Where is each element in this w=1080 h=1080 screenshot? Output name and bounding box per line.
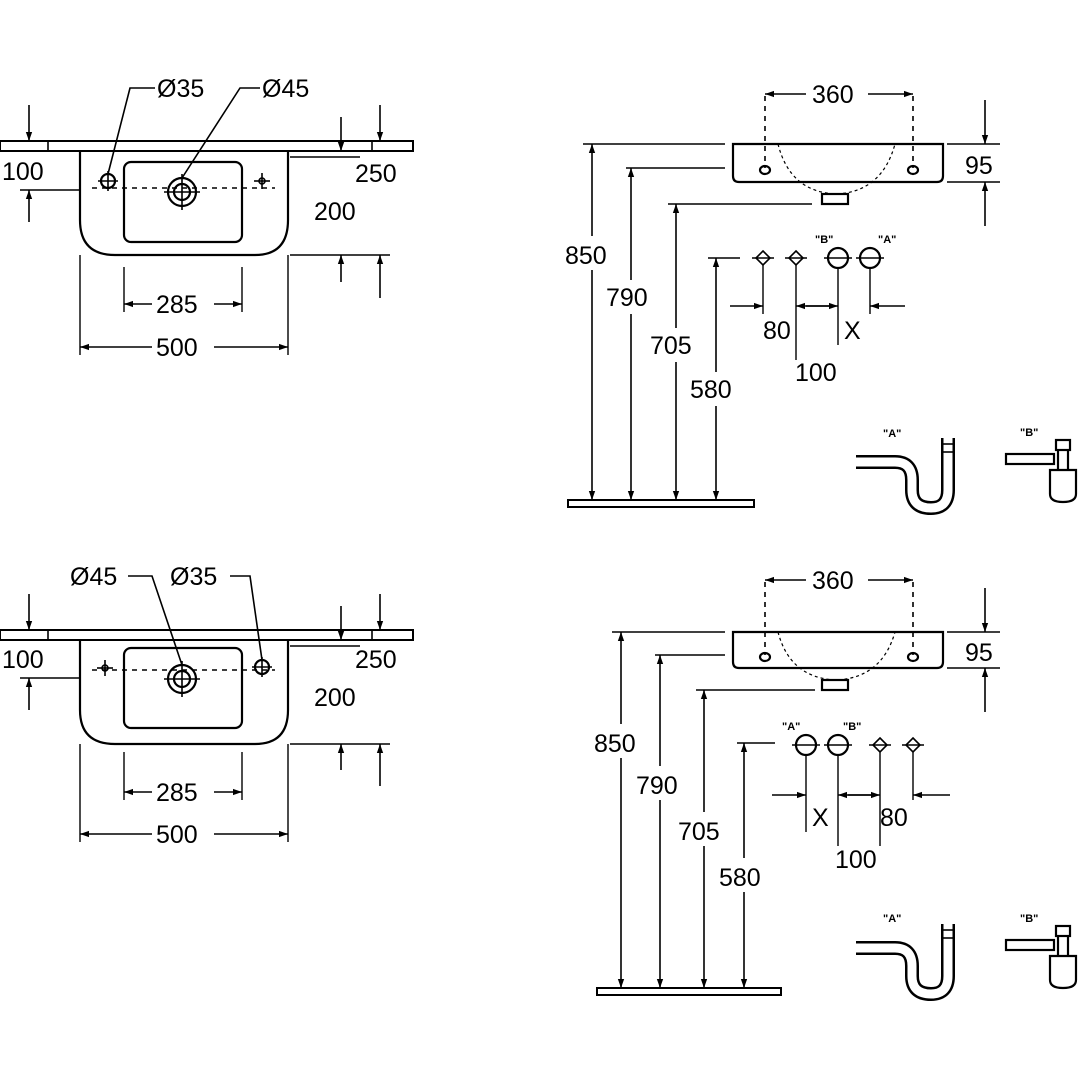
- dimension-label: 80: [880, 804, 908, 832]
- dimension-label: 250: [355, 160, 397, 188]
- dimension-label: 100: [795, 359, 837, 387]
- bowl-outline: [122, 160, 244, 244]
- tap-hole-icon: [164, 661, 200, 697]
- dimension-label: 100: [835, 846, 877, 874]
- bottle-trap-b-icon: [1004, 924, 1078, 990]
- dimension-label: X: [844, 317, 861, 345]
- dimension-label: 200: [314, 198, 356, 226]
- dimension-label: 500: [156, 821, 198, 849]
- supply-connection-icon: [785, 249, 807, 267]
- tap-hole-icon: [164, 174, 200, 210]
- waste-connection-icon: [792, 733, 820, 757]
- floor-line: [596, 987, 782, 996]
- connection-mark: "A": [782, 721, 800, 733]
- supply-connection-icon: [902, 736, 924, 754]
- dimension-label: 80: [763, 317, 791, 345]
- leader-line: [230, 575, 263, 661]
- hole-diameter-label: Ø45: [70, 563, 117, 591]
- dimension-label: 360: [812, 81, 854, 109]
- waste-connection-icon: [824, 733, 852, 757]
- dimension-label: 580: [719, 864, 761, 892]
- dimension-label: 705: [678, 818, 720, 846]
- trap-label: "A": [883, 428, 901, 440]
- waste-connection-icon: [824, 246, 852, 270]
- plan-view-top: Ø35 Ø45 100 250 200 285 500: [0, 75, 414, 362]
- connection-mark: "B": [843, 721, 861, 733]
- dimension-label: 250: [355, 646, 397, 674]
- bowl-outline: [122, 646, 244, 730]
- floor-line: [567, 499, 755, 508]
- knockout-hole-icon: [97, 660, 113, 676]
- wall-section: [0, 140, 414, 152]
- trap-label: "A": [883, 913, 901, 925]
- connection-mark: "B": [815, 234, 833, 246]
- hole-diameter-label: Ø35: [170, 563, 217, 591]
- leader-line: [181, 87, 260, 179]
- dimension-label: 580: [690, 376, 732, 404]
- waste-outlet: [820, 192, 850, 206]
- hole-diameter-label: Ø45: [262, 75, 309, 103]
- waste-outlet: [820, 678, 850, 692]
- waste-connection-icon: [856, 246, 884, 270]
- basin-front: [731, 630, 945, 670]
- bottle-trap-b-icon: [1004, 438, 1078, 504]
- dimension-label: 285: [156, 291, 198, 319]
- plan-view-bottom: Ø45 Ø35 100 250 200 285 500: [0, 563, 414, 849]
- basin-front: [731, 142, 945, 184]
- dimension-label: 285: [156, 779, 198, 807]
- trap-label: "B": [1020, 427, 1038, 439]
- connection-mark: "A": [878, 234, 896, 246]
- dimension-label: 850: [594, 730, 636, 758]
- dimension-label: 705: [650, 332, 692, 360]
- dimension-label: 100: [2, 158, 44, 186]
- supply-connection-icon: [869, 736, 891, 754]
- dimension-label: 95: [965, 639, 993, 667]
- knockout-hole-icon: [254, 173, 270, 189]
- dimension-label: 360: [812, 567, 854, 595]
- basin-outline: [78, 640, 290, 746]
- dimension-label: 850: [565, 242, 607, 270]
- hole-diameter-label: Ø35: [157, 75, 204, 103]
- leader-line: [128, 575, 183, 666]
- dimension-label: 790: [606, 284, 648, 312]
- supply-connection-icon: [752, 249, 774, 267]
- dimension-label: 790: [636, 772, 678, 800]
- dimension-label: 500: [156, 334, 198, 362]
- dimension-label: 200: [314, 684, 356, 712]
- dimension-label: 100: [2, 646, 44, 674]
- basin-outline: [78, 151, 290, 257]
- trap-label: "B": [1020, 913, 1038, 925]
- siphon-trap-a-icon: [856, 438, 955, 516]
- wall-section: [0, 629, 414, 641]
- leader-line: [107, 87, 155, 175]
- siphon-trap-a-icon: [856, 924, 955, 1002]
- elevation-view-bottom: 360 95 850 790 705 580: [594, 567, 1078, 1002]
- elevation-view-top: 360 95 850 790 705 580: [565, 81, 1078, 516]
- dimension-label: 95: [965, 152, 993, 180]
- dimension-label: X: [812, 804, 829, 832]
